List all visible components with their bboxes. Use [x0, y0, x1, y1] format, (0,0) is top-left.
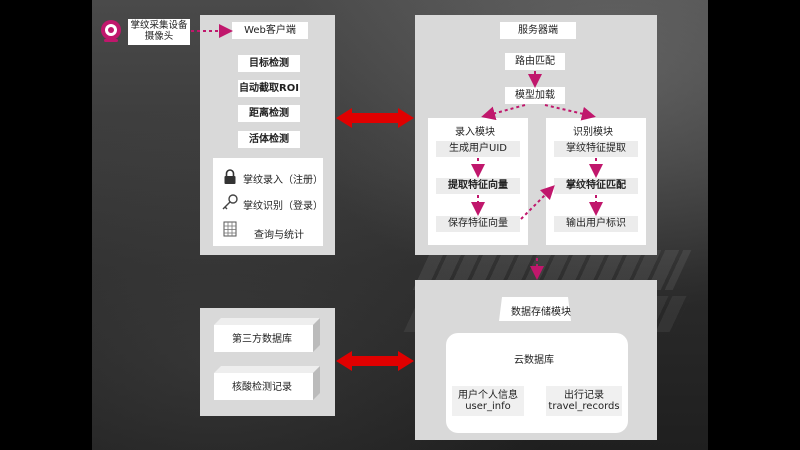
recognize-module-title: 识别模块	[573, 127, 613, 138]
table-travel-records: 出行记录 travel_records	[546, 386, 622, 416]
table-user-info-id: user_info	[465, 401, 511, 412]
step-auto-roi: 自动截取ROI	[238, 80, 300, 97]
spreadsheet-icon	[223, 221, 237, 237]
storage-module-label: 数据存储模块	[511, 307, 571, 318]
device-label: 掌纹采集设备 摄像头	[128, 19, 190, 45]
table-user-info: 用户个人信息 user_info	[452, 386, 524, 416]
cloud-db-container	[446, 333, 628, 433]
feature-enroll-label: 掌纹录入（注册）	[243, 175, 323, 186]
step-distance-detection: 距离检测	[238, 105, 300, 122]
cloud-db-label: 云数据库	[514, 355, 554, 366]
model-to-enroll-arrow	[481, 104, 526, 121]
step-liveness-detection: 活体检测	[238, 131, 300, 148]
enroll-step-extract: 提取特征向量	[436, 178, 520, 194]
key-icon	[222, 194, 238, 210]
camera-icon	[101, 20, 121, 42]
external-storage-bidirectional-arrow	[336, 351, 414, 371]
device-label-line2: 摄像头	[144, 31, 174, 42]
table-travel-records-name: 出行记录	[564, 389, 604, 401]
nucleic-test-records-shape	[214, 366, 320, 400]
routing-box: 路由匹配	[505, 53, 565, 70]
nucleic-test-records-label: 核酸检测记录	[232, 382, 292, 393]
third-party-db-label: 第三方数据库	[232, 334, 292, 345]
enroll-step-uid: 生成用户UID	[436, 141, 520, 157]
web-client-title: Web客户端	[232, 22, 308, 39]
feature-recognize-label: 掌纹识别（登录）	[243, 201, 323, 212]
enroll-step-save: 保存特征向量	[436, 216, 520, 232]
step-object-detection: 目标检测	[238, 55, 300, 72]
recognize-step-output: 输出用户标识	[554, 216, 638, 232]
recognize-step-match: 掌纹特征匹配	[554, 178, 638, 194]
enroll-module-title: 录入模块	[455, 127, 495, 138]
save-to-match-arrow	[520, 185, 555, 220]
third-party-db-shape	[214, 318, 320, 352]
storage-module-trapezoid	[499, 297, 571, 321]
table-travel-records-id: travel_records	[548, 401, 620, 412]
model-to-recognize-arrow	[544, 104, 596, 121]
lock-icon	[224, 169, 236, 184]
model-loading-box: 模型加载	[505, 87, 565, 104]
feature-query-label: 查询与统计	[254, 230, 304, 241]
server-title: 服务器端	[500, 22, 576, 39]
client-server-bidirectional-arrow	[336, 108, 414, 128]
device-label-line1: 掌纹采集设备	[130, 20, 188, 32]
recognize-step-extract: 掌纹特征提取	[554, 141, 638, 157]
table-user-info-name: 用户个人信息	[458, 389, 518, 401]
